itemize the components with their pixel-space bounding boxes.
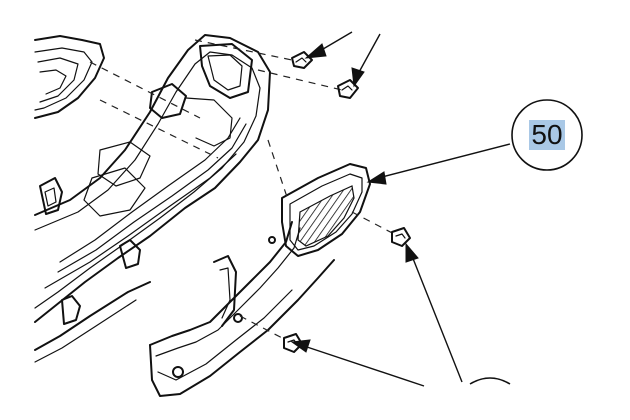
lower-bracket — [149, 221, 335, 397]
part-50-grille — [281, 163, 371, 257]
screw-top — [291, 51, 313, 69]
callout-number: 50 — [529, 119, 565, 150]
main-cover-body — [34, 34, 271, 363]
screw-mid — [337, 79, 359, 99]
callout-circle-partial — [469, 377, 511, 385]
screw-right — [391, 227, 411, 247]
left-upper-fragment — [34, 35, 105, 119]
leader-arrows — [290, 31, 511, 387]
assembly-lines — [89, 39, 399, 341]
callout-label-50: 50 — [511, 99, 583, 171]
